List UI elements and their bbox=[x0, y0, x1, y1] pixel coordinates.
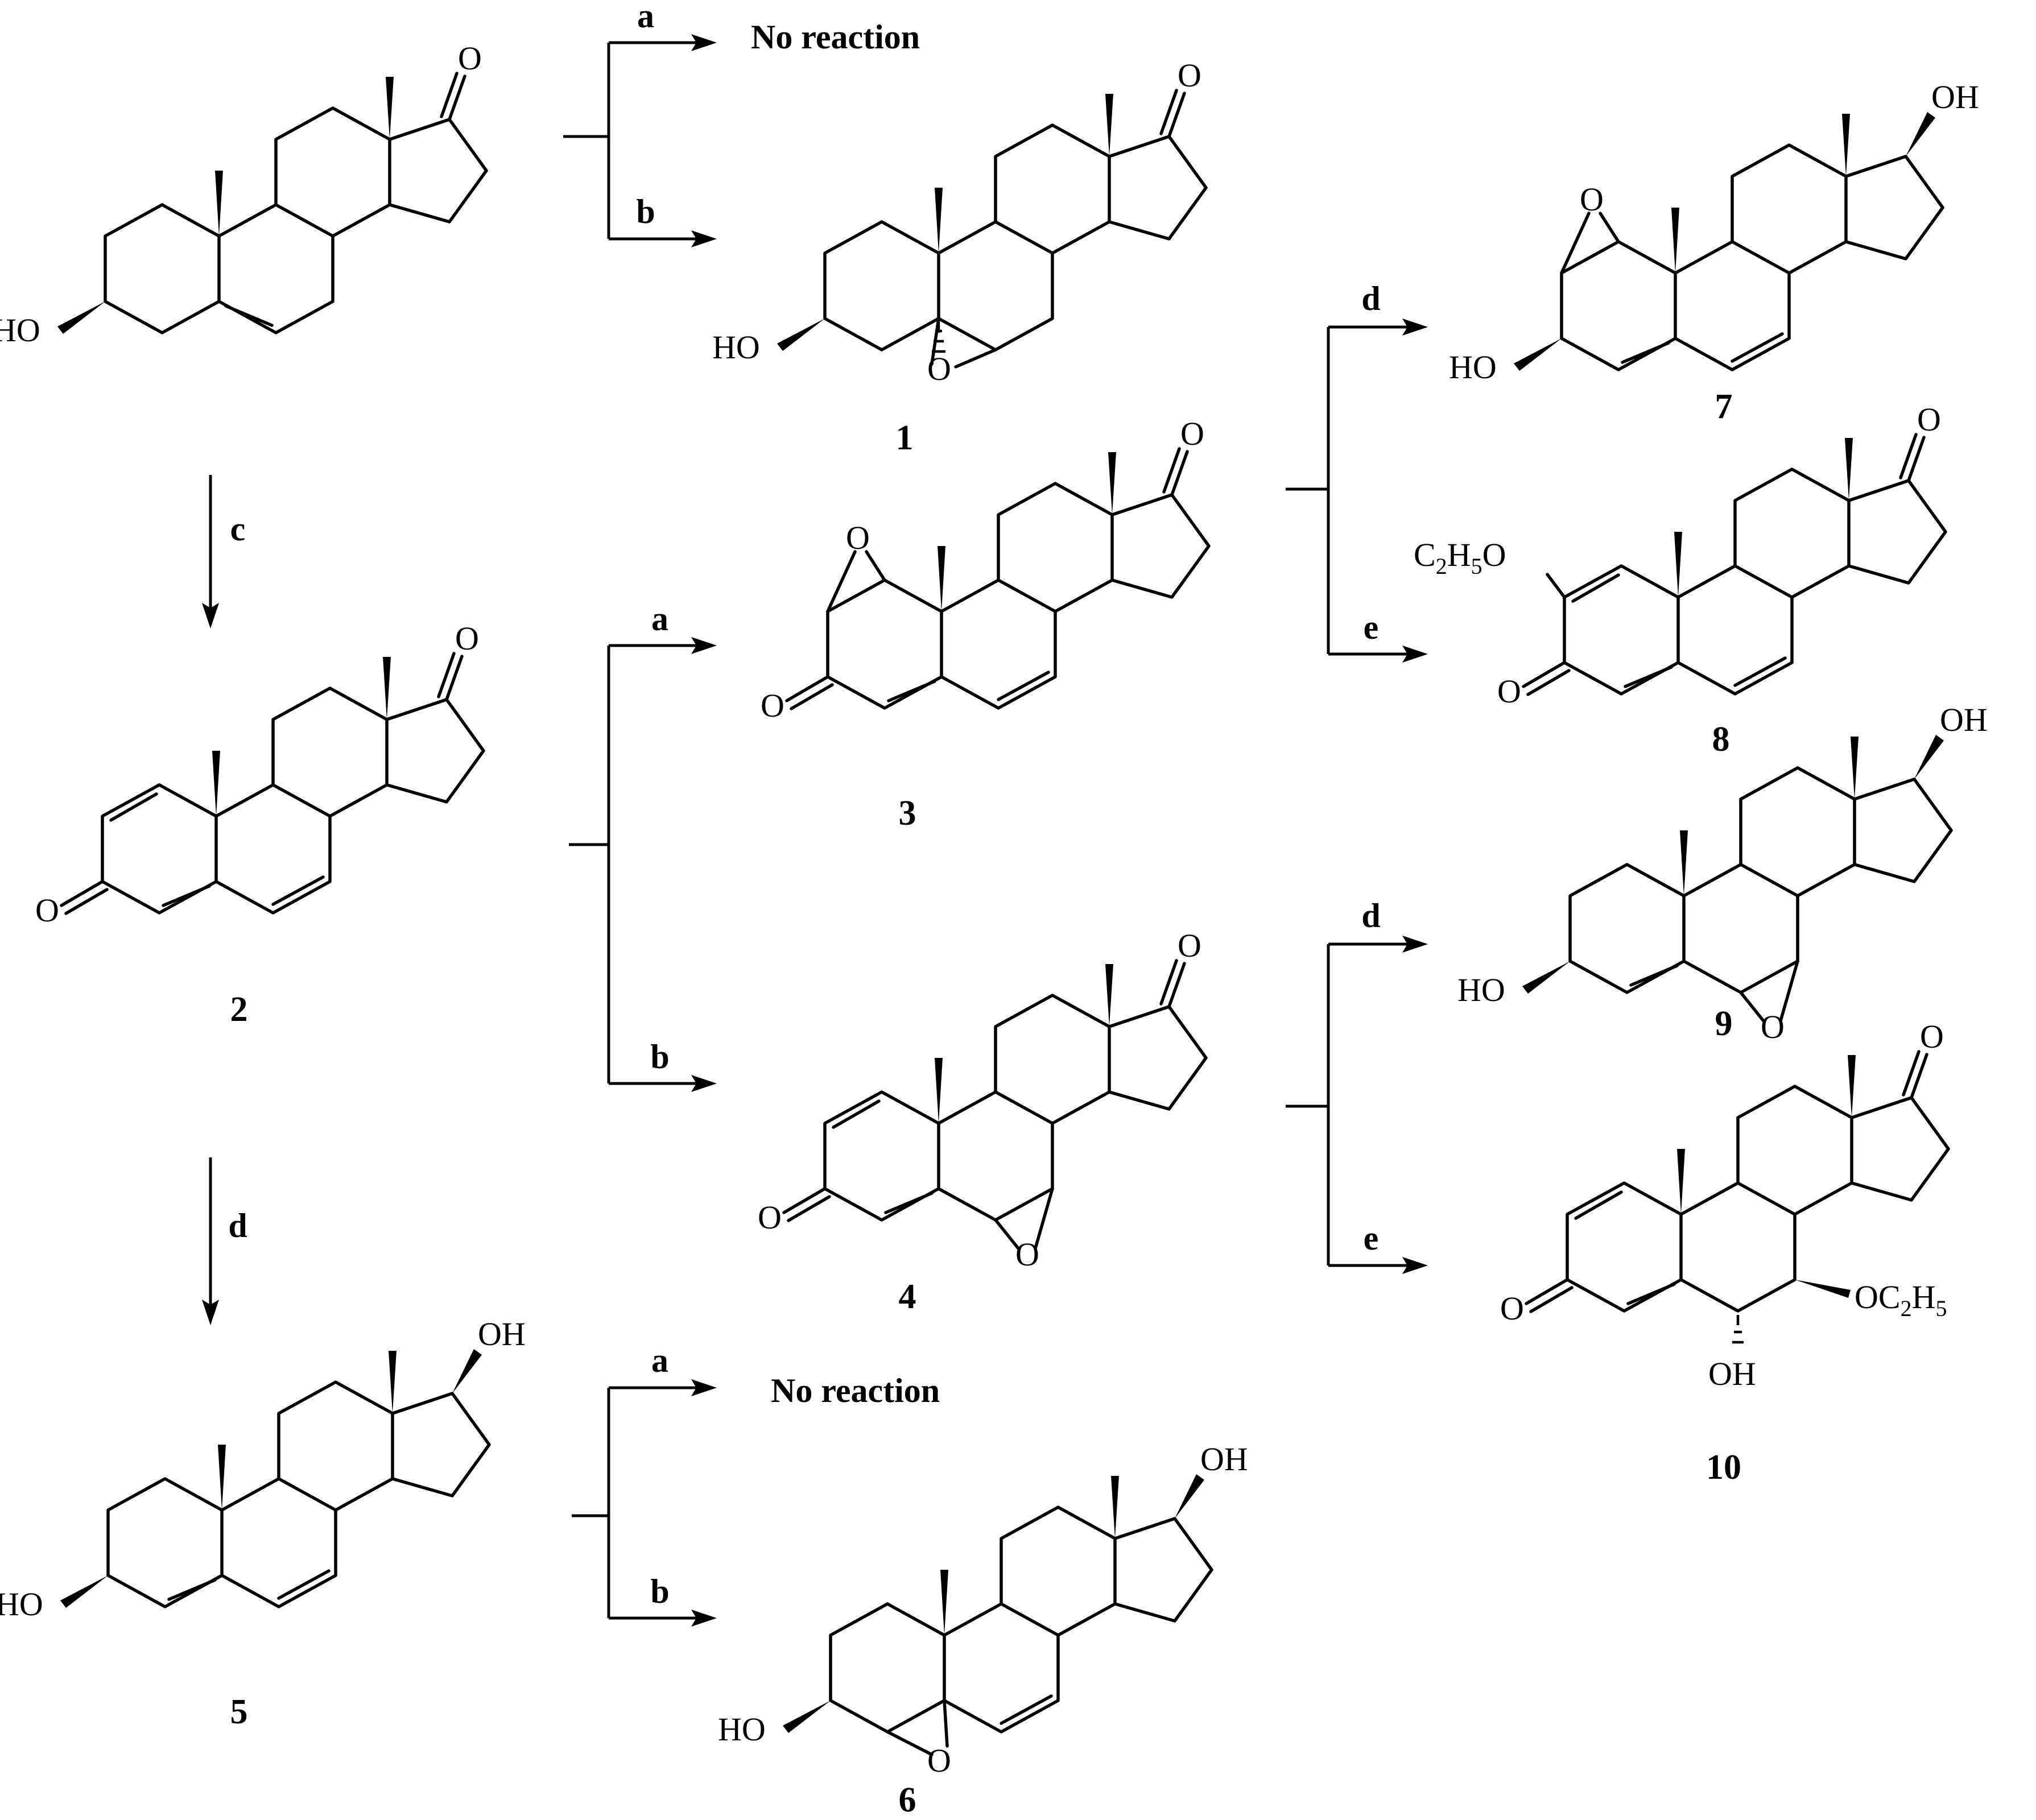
svg-text:a: a bbox=[651, 1342, 668, 1379]
molecule-7: O bbox=[1449, 78, 1979, 386]
compound-label-7: 7 bbox=[1715, 387, 1733, 426]
svg-text:a: a bbox=[651, 600, 668, 638]
molecule-8: C2H5O bbox=[1414, 401, 1946, 710]
svg-text:d: d bbox=[228, 1207, 247, 1244]
svg-text:d: d bbox=[1361, 897, 1380, 934]
compound-label-1: 1 bbox=[896, 419, 914, 457]
compound-label-10: 10 bbox=[1706, 1448, 1741, 1487]
svg-text:a: a bbox=[637, 0, 654, 35]
svg-text:b: b bbox=[650, 1573, 669, 1610]
svg-text:C2H5O: C2H5O bbox=[1414, 536, 1506, 579]
svg-text:O: O bbox=[927, 350, 951, 387]
svg-text:c: c bbox=[230, 510, 246, 548]
svg-text:e: e bbox=[1364, 609, 1379, 646]
no-reaction-bottom: No reaction bbox=[771, 1372, 940, 1409]
svg-text:d: d bbox=[1361, 280, 1380, 317]
no-reaction-top: No reaction bbox=[751, 18, 920, 56]
molecule-4: O bbox=[758, 927, 1206, 1273]
molecule-2 bbox=[35, 620, 484, 929]
compound-label-8: 8 bbox=[1712, 720, 1730, 759]
compound-label-6: 6 bbox=[899, 1781, 916, 1819]
molecule-9: O bbox=[1457, 701, 1988, 1045]
molecule-10: OH OC2H5 bbox=[1500, 1018, 1948, 1392]
molecule-1: O bbox=[712, 57, 1206, 387]
compound-label-4: 4 bbox=[899, 1277, 916, 1316]
svg-text:O: O bbox=[846, 519, 870, 556]
branch-2: a b bbox=[569, 600, 717, 1092]
svg-text:OH: OH bbox=[1708, 1355, 1756, 1392]
compound-label-9: 9 bbox=[1715, 1004, 1733, 1043]
svg-text:O: O bbox=[1015, 1236, 1039, 1273]
molecule-5 bbox=[0, 1316, 526, 1623]
arrow-c: c bbox=[202, 475, 245, 628]
svg-text:OC2H5: OC2H5 bbox=[1855, 1279, 1947, 1321]
arrow-d-down: d bbox=[202, 1157, 247, 1325]
svg-text:O: O bbox=[927, 1742, 951, 1779]
branch-4: d e bbox=[1286, 897, 1428, 1274]
compound-label-3: 3 bbox=[899, 794, 916, 833]
svg-text:O: O bbox=[1580, 181, 1604, 218]
compound-label-5: 5 bbox=[230, 1693, 248, 1731]
svg-text:b: b bbox=[650, 1038, 669, 1076]
molecule-3: O bbox=[761, 415, 1209, 724]
svg-text:b: b bbox=[636, 193, 655, 230]
branch-start: a b bbox=[563, 0, 717, 247]
compound-label-2: 2 bbox=[230, 990, 248, 1029]
svg-text:O: O bbox=[1761, 1008, 1785, 1045]
branch-3: d e bbox=[1286, 280, 1428, 663]
start-molecule bbox=[0, 40, 486, 349]
molecule-6: O bbox=[718, 1441, 1248, 1779]
svg-text:e: e bbox=[1364, 1219, 1379, 1257]
branch-5: a b bbox=[572, 1342, 717, 1627]
